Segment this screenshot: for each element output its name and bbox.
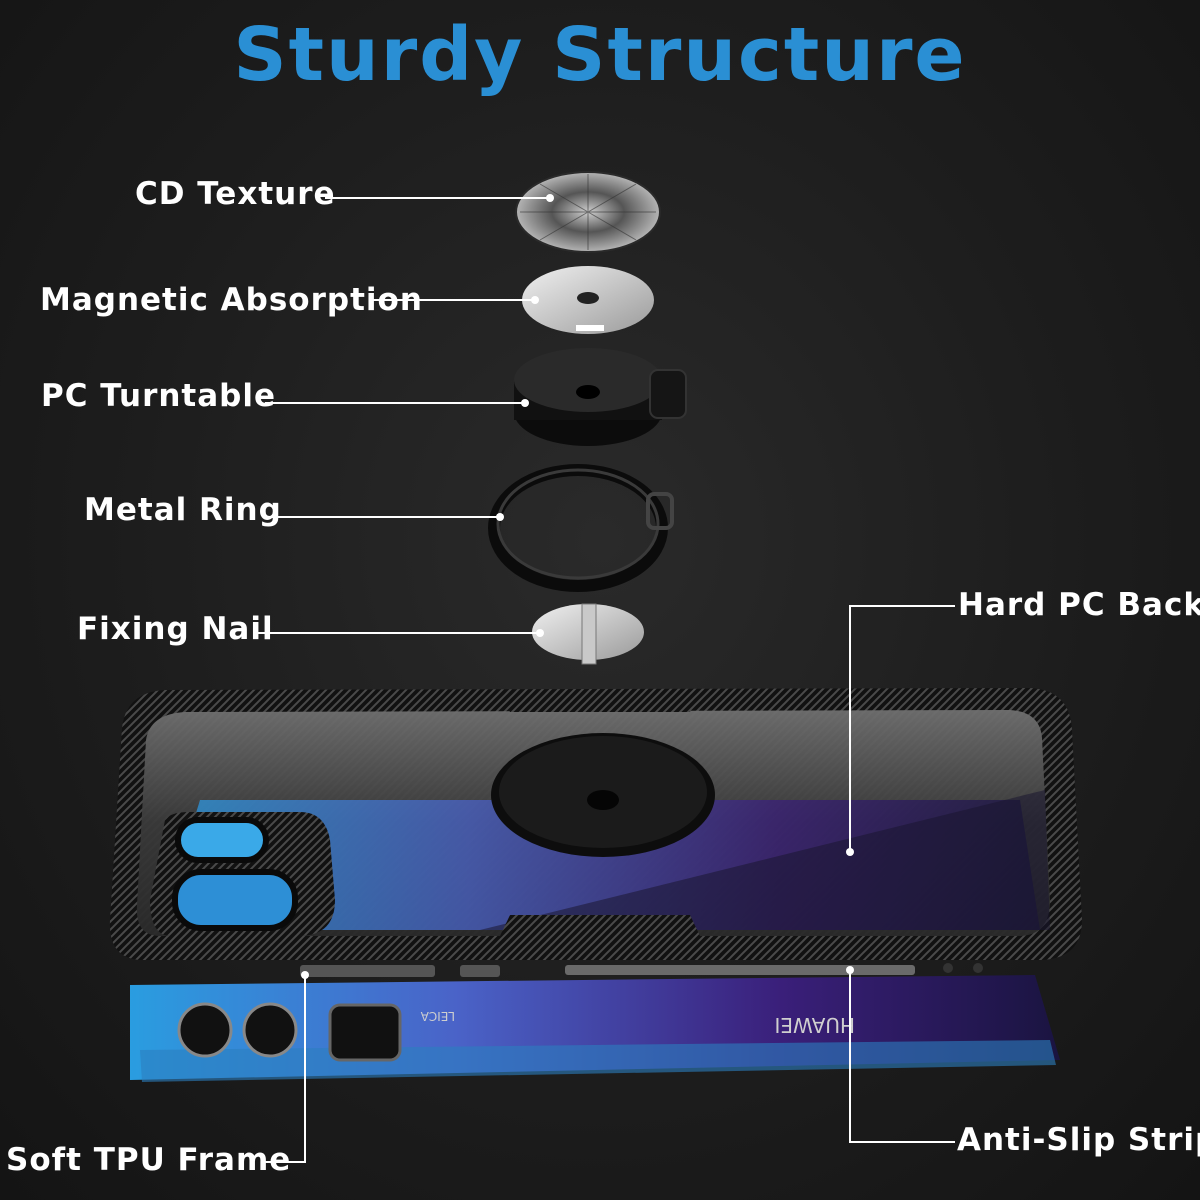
label-anti-slip-strip: Anti-Slip Strip <box>957 1122 1200 1158</box>
camera-brand-text: LEICA <box>420 1009 455 1023</box>
phone-body: HUAWEI LEICA <box>130 975 1060 1082</box>
metal-ring <box>488 464 674 592</box>
leader-dots <box>301 194 854 979</box>
leader-lines <box>255 197 955 1163</box>
cd-texture-disc <box>515 171 661 253</box>
phone-case <box>109 688 1083 977</box>
label-fixing-nail: Fixing Nail <box>77 611 274 647</box>
label-cd-texture: CD Texture <box>135 176 336 212</box>
label-pc-turntable: PC Turntable <box>41 378 277 414</box>
phone-brand-text: HUAWEI <box>774 1013 855 1037</box>
page-title: Sturdy Structure <box>233 12 967 98</box>
magnetic-disc <box>522 266 654 334</box>
pc-turntable <box>514 348 687 446</box>
label-metal-ring: Metal Ring <box>84 492 282 528</box>
label-magnetic-absorption: Magnetic Absorption <box>40 282 423 318</box>
label-hard-pc-back: Hard PC Back <box>958 587 1200 623</box>
fixing-nail <box>532 603 644 665</box>
label-soft-tpu-frame: Soft TPU Frame <box>6 1142 292 1178</box>
